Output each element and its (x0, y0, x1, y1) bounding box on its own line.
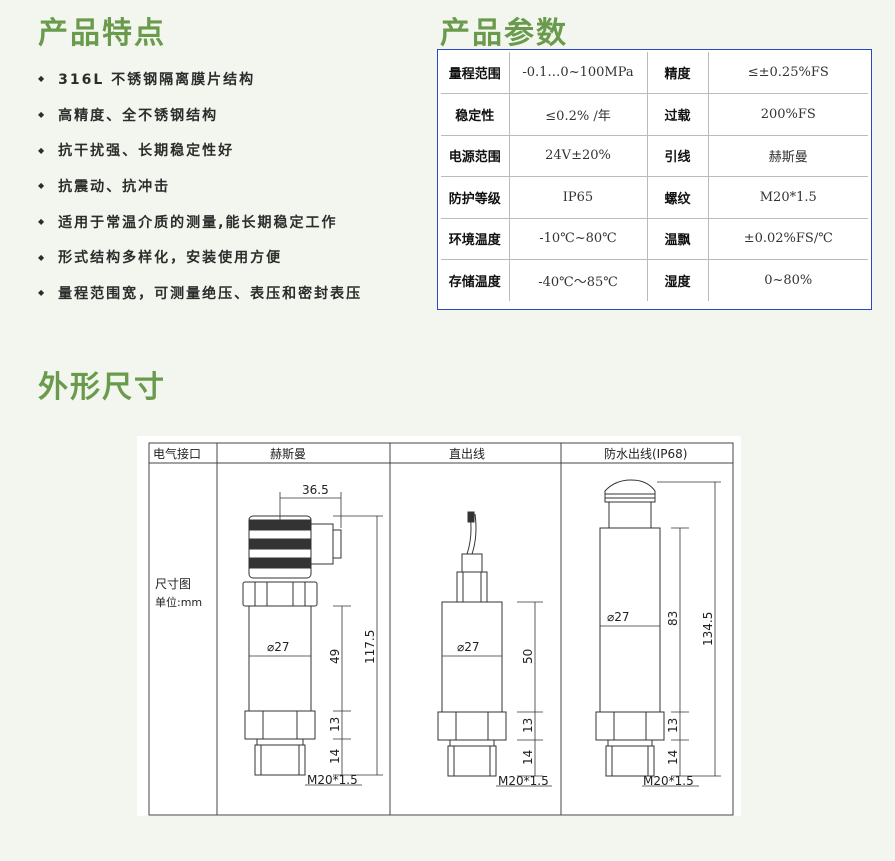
diamond-bullet-icon: ◆ (38, 288, 47, 298)
list-item: ◆高精度、全不锈钢结构 (38, 107, 219, 124)
feature-list: ◆316L 不锈钢隔离膜片结构 ◆高精度、全不锈钢结构 ◆抗干扰强、长期稳定性好… (38, 61, 433, 311)
diamond-bullet-icon: ◆ (38, 181, 47, 191)
dimensions-heading: 外形尺寸 (38, 370, 166, 405)
dim-hex: 13 (328, 717, 342, 732)
dimension-drawing: 电气接口 赫斯曼 直出线 防水出线(IP68) 尺寸图 单位:mm (137, 436, 741, 816)
dim-body-length: 50 (521, 649, 535, 664)
dim-diameter: ⌀27 (607, 610, 630, 624)
dim-diameter: ⌀27 (267, 640, 290, 654)
features-heading: 产品特点 (38, 16, 166, 51)
params-heading: 产品参数 (440, 16, 568, 51)
list-item: ◆量程范围宽，可测量绝压、表压和密封表压 (38, 285, 363, 302)
col-header-direct-cable: 直出线 (449, 447, 485, 461)
dim-diameter: ⌀27 (457, 640, 480, 654)
row-label-drawing: 尺寸图 (155, 577, 191, 591)
diamond-bullet-icon: ◆ (38, 145, 47, 155)
dim-thread: 14 (328, 749, 342, 764)
dim-thread-spec: M20*1.5 (307, 773, 358, 787)
dim-body-length: 49 (328, 649, 342, 664)
diamond-bullet-icon: ◆ (38, 217, 47, 227)
sensor-waterproof (595, 479, 665, 777)
diamond-bullet-icon: ◆ (38, 252, 47, 262)
col-header-waterproof: 防水出线(IP68) (604, 446, 687, 461)
sensor-hirschmann (242, 515, 342, 776)
dim-body-length: 83 (666, 611, 680, 626)
list-item: ◆316L 不锈钢隔离膜片结构 (38, 71, 256, 88)
list-item: ◆抗震动、抗冲击 (38, 178, 171, 195)
dim-thread: 14 (666, 750, 680, 765)
dim-thread: 14 (521, 750, 535, 765)
diamond-bullet-icon: ◆ (38, 110, 47, 120)
dimension-drawing-svg: 电气接口 赫斯曼 直出线 防水出线(IP68) 尺寸图 单位:mm (148, 442, 734, 816)
diamond-bullet-icon: ◆ (38, 74, 47, 84)
dim-thread-spec: M20*1.5 (498, 774, 549, 788)
dim-total-length: 134.5 (701, 612, 715, 646)
dim-hex: 13 (666, 718, 680, 733)
dim-width: 36.5 (302, 483, 329, 497)
dim-total-length: 117.5 (363, 630, 377, 664)
dim-hex: 13 (521, 718, 535, 733)
dim-thread-spec: M20*1.5 (643, 774, 694, 788)
sensor-direct-cable (437, 511, 507, 777)
list-item: ◆形式结构多样化，安装使用方便 (38, 250, 283, 267)
row-label-unit: 单位:mm (155, 595, 202, 609)
col-header-interface: 电气接口 (153, 446, 201, 461)
list-item: ◆抗干扰强、长期稳定性好 (38, 143, 235, 160)
col-header-hirschmann: 赫斯曼 (270, 447, 306, 461)
list-item: ◆适用于常温介质的测量,能长期稳定工作 (38, 214, 338, 231)
